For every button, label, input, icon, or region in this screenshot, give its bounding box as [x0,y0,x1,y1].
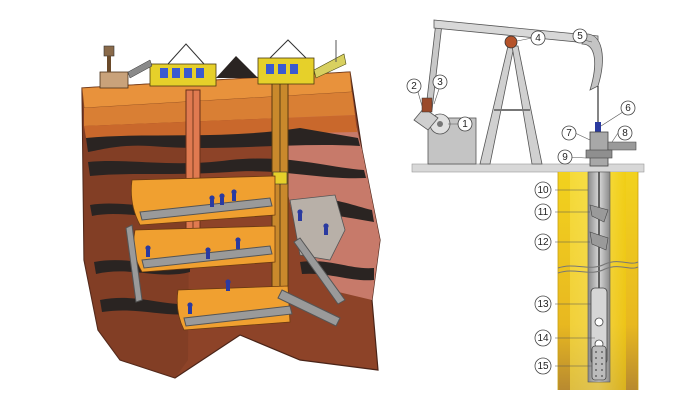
callout-circle [534,357,552,375]
callout-15: 15 [534,357,552,375]
coal-seam-1 [86,128,360,152]
callout-6: 6 [620,100,636,116]
callout-number: 10 [537,185,549,196]
callout-circle [534,329,552,347]
miners [145,189,329,314]
callout-1: 1 [457,116,473,132]
coal-seam-7 [100,297,202,315]
callout-14: 14 [534,329,552,347]
depth-break [557,261,639,269]
surface-buildings [99,39,347,89]
callout-number: 14 [537,333,549,344]
callout-13: 13 [534,295,552,313]
callout-number: 2 [411,81,417,92]
callout-circle [432,74,448,90]
callout-number: 11 [538,207,549,218]
callout-circle [534,295,552,313]
callout-circle [534,203,552,221]
anchor-perforations [595,351,603,377]
callout-circle [534,233,552,251]
callout-circle [572,28,588,44]
callout-11: 11 [534,203,552,221]
callout-3: 3 [432,74,448,90]
callout-2: 2 [406,78,422,94]
gas-anchor [591,345,607,381]
pump-jack-diagram [411,19,645,390]
crank-arm [413,107,439,131]
callout-8: 8 [617,125,633,141]
callout-number: 8 [622,128,628,139]
callout-circle [561,125,577,141]
callout-circle [617,125,633,141]
callout-circle [534,181,552,199]
callout-number: 3 [437,77,443,88]
callout-7: 7 [561,125,577,141]
callout-10: 10 [534,181,552,199]
callout-number: 1 [462,119,468,130]
samson-post [479,45,515,165]
coal-seam-2 [88,158,366,179]
callout-number: 5 [577,31,583,42]
saddle-bearing [504,35,518,49]
callout-5: 5 [572,28,588,44]
rod-centralizer-2 [589,231,609,251]
flow-line [607,141,637,151]
horse-head [581,33,603,91]
callout-number: 15 [537,361,549,372]
ground-surface [411,163,645,173]
callout-circle [557,149,573,165]
pitman-arm [425,21,443,111]
callout-number: 7 [566,128,572,139]
callout-number: 9 [562,152,568,163]
callout-number: 13 [537,299,549,310]
callout-9: 9 [557,149,573,165]
callout-number: 6 [625,103,631,114]
callout-circle [530,30,546,46]
traveling-valve [594,317,604,327]
callout-number: 4 [535,33,541,44]
callout-4: 4 [530,30,546,46]
rod-centralizer-1 [589,204,609,223]
wellhead [589,131,609,167]
callout-circle [406,78,422,94]
callout-circle [620,100,636,116]
callout-circle [457,116,473,132]
callout-number: 12 [537,237,549,248]
callout-12: 12 [534,233,552,251]
mine-cross-section [81,39,381,379]
